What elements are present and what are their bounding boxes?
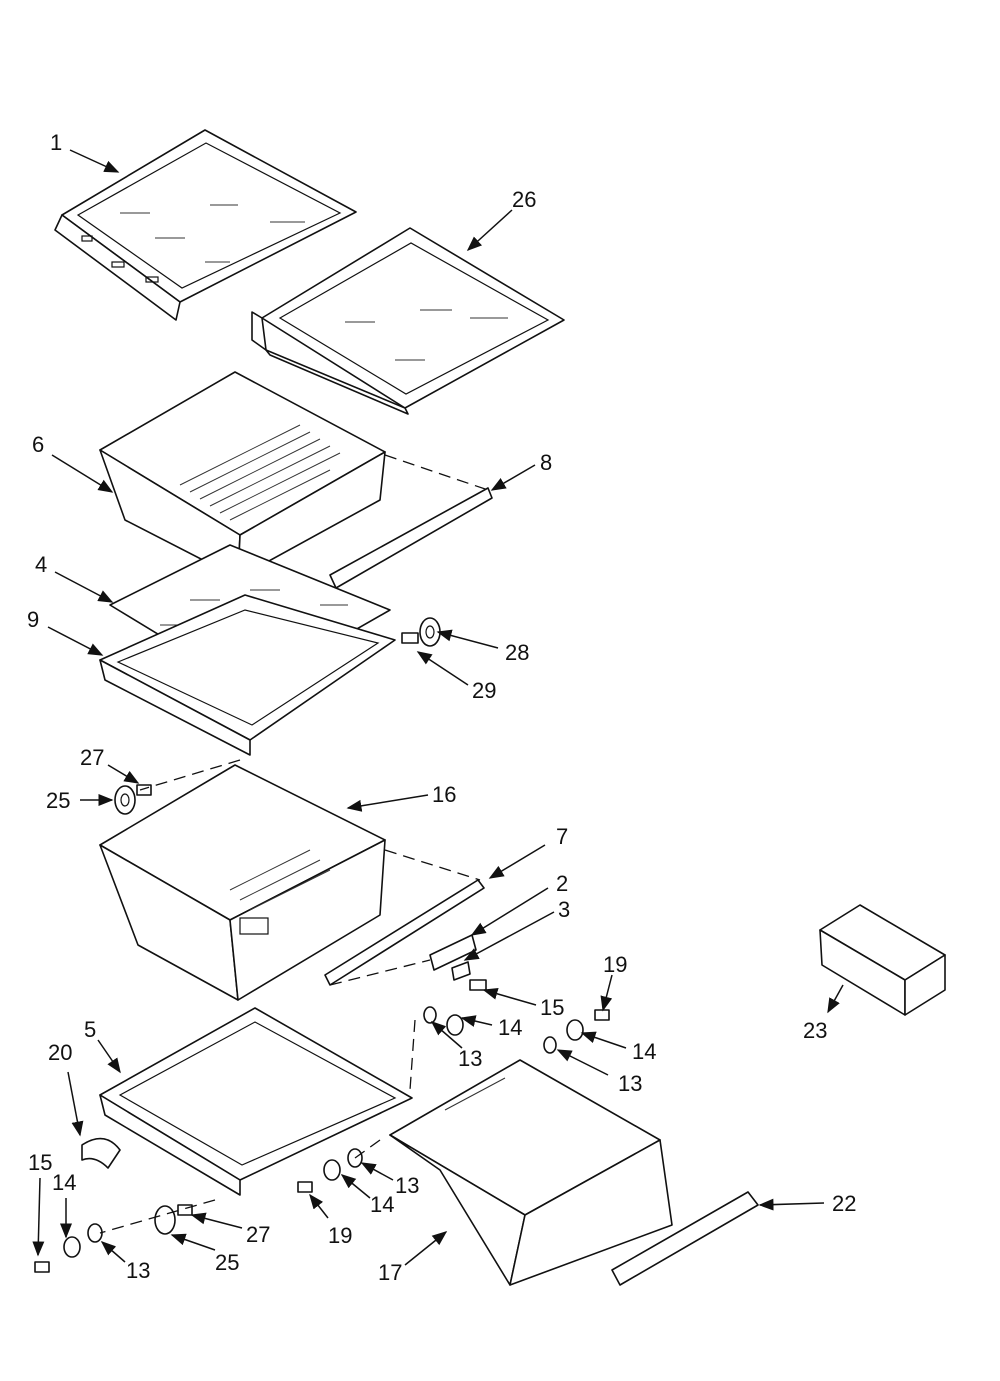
drawer-trim-part-7: [324, 879, 485, 986]
callout-6: 6: [32, 432, 44, 457]
callout-19-lower: 19: [328, 1223, 352, 1248]
crisper-cover-part-9: [99, 594, 396, 756]
screw-part-27-upper: [136, 784, 152, 796]
callout-27-lower: 27: [246, 1222, 270, 1247]
callout-25-lower: 25: [215, 1250, 239, 1275]
callout-15-right: 15: [540, 995, 564, 1020]
roller-part-28: [419, 617, 441, 647]
crisper-drawer-part-16: [99, 764, 386, 1001]
leader-lines: [32, 149, 844, 1266]
callout-13-right: 13: [618, 1071, 642, 1096]
callout-7: 7: [556, 824, 568, 849]
callout-22: 22: [832, 1191, 856, 1216]
callout-14-mid: 14: [498, 1015, 522, 1040]
hardware-group: [34, 979, 610, 1273]
callout-15-left: 15: [28, 1150, 52, 1175]
glass-shelf-part-1: [54, 129, 357, 321]
callout-23: 23: [803, 1018, 827, 1043]
callout-14-left: 14: [52, 1170, 76, 1195]
callout-28: 28: [505, 640, 529, 665]
pantry-drawer-part-17: [389, 1059, 673, 1286]
roller-part-25-upper: [114, 785, 136, 815]
callout-9: 9: [27, 607, 39, 632]
callout-27-upper: 27: [80, 745, 104, 770]
callout-16: 16: [432, 782, 456, 807]
callout-29: 29: [472, 678, 496, 703]
crisper-drawer-part-6: [99, 371, 386, 579]
crisper-cover-part-5: [99, 1007, 413, 1196]
callout-13-mid: 13: [458, 1046, 482, 1071]
screw-part-29: [401, 632, 419, 644]
callout-13-left: 13: [126, 1258, 150, 1283]
callout-17: 17: [378, 1260, 402, 1285]
callout-4: 4: [35, 552, 47, 577]
callout-8: 8: [540, 450, 552, 475]
callout-19-right: 19: [603, 952, 627, 977]
door-bin-part-23: [819, 904, 946, 1016]
callout-13-lower: 13: [395, 1173, 419, 1198]
callout-20: 20: [48, 1040, 72, 1065]
callout-1: 1: [50, 130, 62, 155]
callout-14-right: 14: [632, 1039, 656, 1064]
callout-14-lower: 14: [370, 1192, 394, 1217]
alignment-lines: [99, 454, 489, 1234]
handle-part-20: [81, 1137, 121, 1169]
callout-3: 3: [558, 897, 570, 922]
drawer-trim-part-8: [329, 487, 493, 589]
callout-26: 26: [512, 187, 536, 212]
drawer-trim-part-22: [611, 1191, 759, 1286]
glass-shelf-part-26: [251, 227, 565, 415]
callout-labels: 1 26 6 8 4 9 28 29 27 25 16 7 2 3 19 15 …: [27, 130, 856, 1285]
callout-2: 2: [556, 871, 568, 896]
clip-part-3: [451, 961, 471, 981]
callout-25-upper: 25: [46, 788, 70, 813]
callout-5: 5: [84, 1017, 96, 1042]
